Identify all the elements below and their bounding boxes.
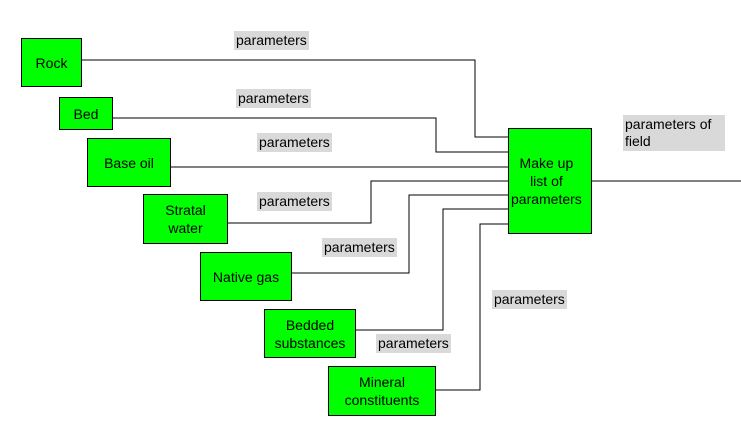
bedded-substances-connector [356,208,508,331]
make-up-list-node: Make up list of parameters [508,128,592,234]
bedded-substances-node: Bedded substances [264,309,356,358]
stratal-water-node: Stratal water [143,194,228,244]
stratal-water-parameters-label: parameters [257,192,332,211]
native-gas-parameters-label: parameters [322,238,397,257]
mineral-constituents-node: Mineral constituents [328,366,436,416]
field-parameters-output-label: parameters of field [623,115,725,151]
base-oil-parameters-label: parameters [257,133,332,152]
rock-connector [82,59,508,138]
native-gas-connector [292,194,508,274]
stratal-water-connector [228,180,508,224]
bedded-substances-parameters-label: parameters [376,334,451,353]
base-oil-node: Base oil [87,138,171,187]
bed-parameters-label: parameters [236,89,311,108]
mineral-constituents-connector [436,223,508,391]
rock-node: Rock [21,38,82,87]
bed-connector [113,117,508,153]
rock-parameters-label: parameters [234,31,309,50]
native-gas-node: Native gas [200,252,292,301]
bed-node: Bed [59,97,113,130]
mineral-constituents-parameters-label: parameters [492,290,567,309]
